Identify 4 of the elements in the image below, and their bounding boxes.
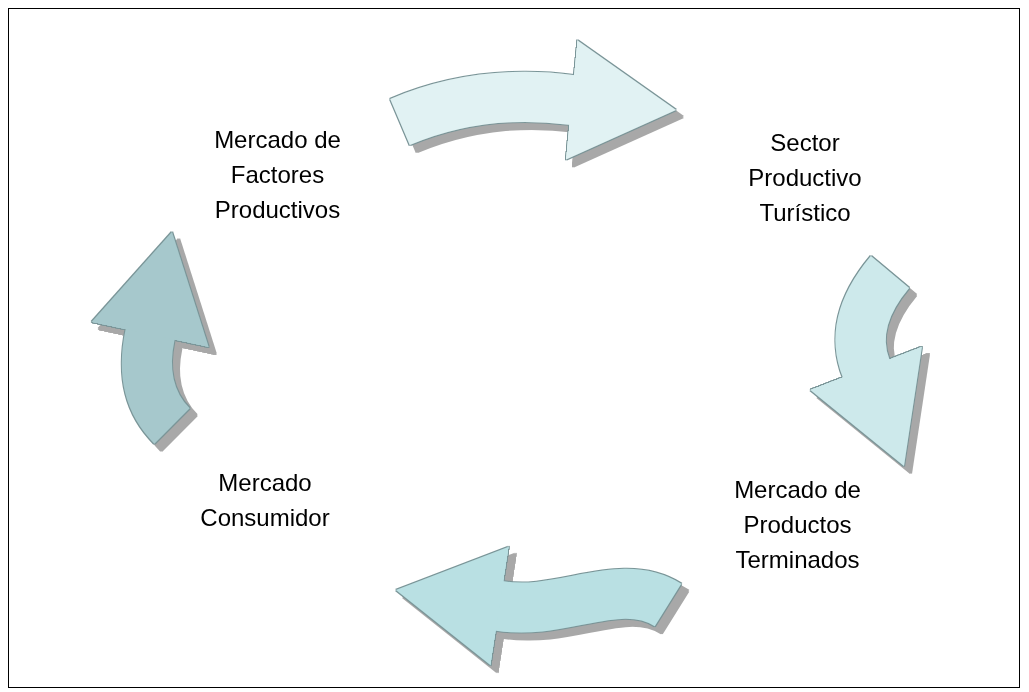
stage-label: Mercado de Productos Terminados xyxy=(668,466,925,608)
stage-label: Mercado de Factores Productivos xyxy=(165,100,400,232)
stage-label: Mercado Consumidor xyxy=(140,424,396,574)
stage-label: Sector Productivo Turístico xyxy=(676,95,920,275)
